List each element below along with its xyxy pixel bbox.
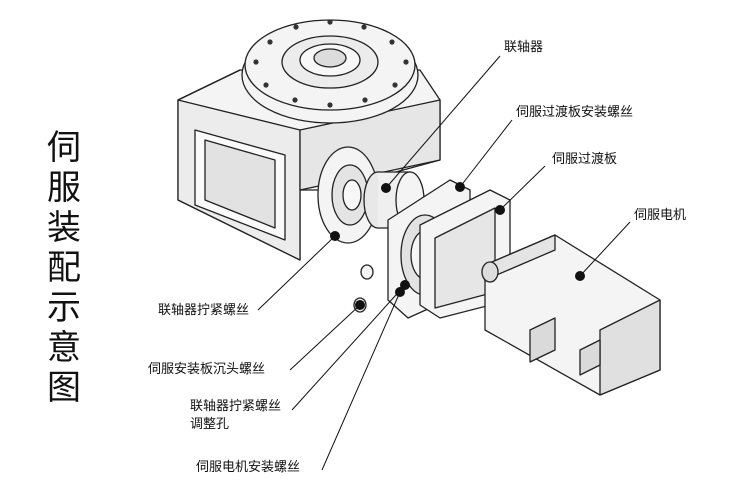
label-adapter-plate-screw: 伺服过渡板安装螺丝 xyxy=(516,105,634,120)
label-adjust-hole-line2: 调整孔 xyxy=(190,417,230,432)
servo-motor xyxy=(481,234,661,396)
label-adapter-plate: 伺服过渡板 xyxy=(552,152,618,167)
marker-coupling xyxy=(381,183,391,193)
leader-lines xyxy=(257,55,631,471)
marker-countersunk-screw xyxy=(355,300,365,310)
table-bolts xyxy=(253,19,409,108)
title-char: 装 xyxy=(47,208,81,248)
input-flange xyxy=(317,146,379,244)
marker-servo-motor xyxy=(575,271,585,281)
label-coupling-tighten-screw: 联轴器拧紧螺丝 xyxy=(158,303,250,318)
label-mount-plate-countersunk-screw: 伺服安装板沉头螺丝 xyxy=(148,362,266,377)
label-coupling: 联轴器 xyxy=(504,40,544,55)
callout-markers xyxy=(330,182,585,310)
rotary-table xyxy=(241,19,419,124)
marker-motor-screw xyxy=(395,287,405,297)
label-adjust-hole-line1: 联轴器拧紧螺丝 xyxy=(190,399,282,414)
marker-adapter-screw xyxy=(455,182,465,192)
title-char: 配 xyxy=(47,248,81,288)
title-char: 意 xyxy=(47,328,81,368)
label-servo-motor: 伺服电机 xyxy=(634,208,687,223)
title-char: 伺 xyxy=(47,128,81,168)
title-char: 服 xyxy=(47,168,81,208)
marker-adapter-plate xyxy=(495,205,505,215)
vertical-title: 伺 服 装 配 示 意 图 xyxy=(42,128,86,408)
title-char: 示 xyxy=(47,288,81,328)
title-char: 图 xyxy=(47,368,81,408)
marker-adjust-hole xyxy=(400,280,410,290)
label-motor-mount-screw: 伺服电机安装螺丝 xyxy=(196,460,301,475)
marker-coupling-screw xyxy=(330,231,340,241)
